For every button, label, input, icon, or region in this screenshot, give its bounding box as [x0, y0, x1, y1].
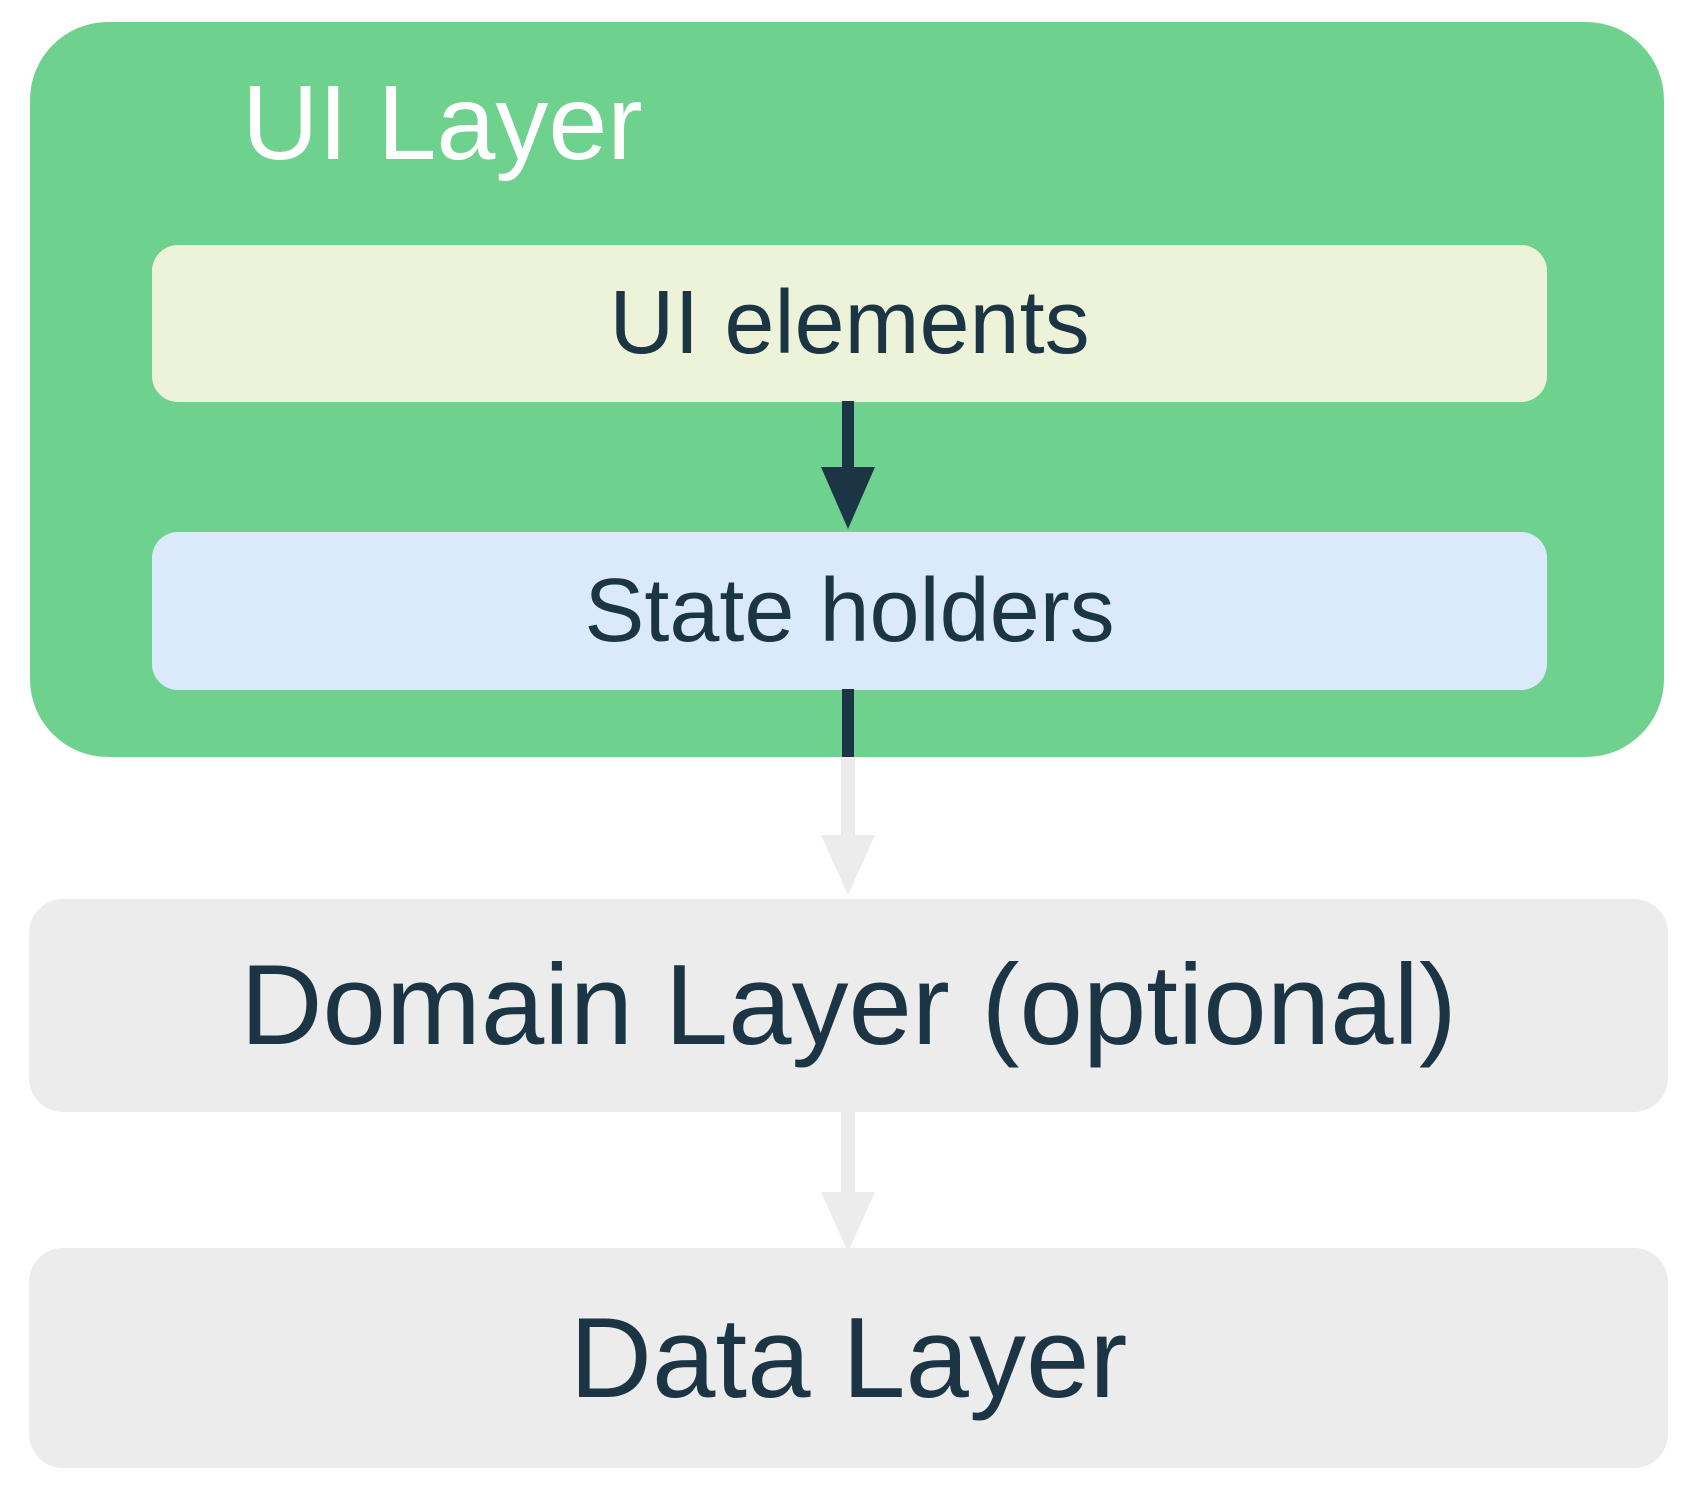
arrow-down-icon [842, 689, 854, 757]
domain-layer-label: Domain Layer (optional) [240, 942, 1457, 1069]
arrow-down-icon [842, 401, 854, 469]
arrow-down-icon [821, 467, 875, 529]
arrow-down-icon [821, 1192, 875, 1252]
ui-elements-box: UI elements [152, 245, 1547, 402]
arrow-down-icon [841, 757, 855, 837]
ui-layer-box: UI Layer UI elements State holders [30, 22, 1664, 757]
ui-layer-title: UI Layer [242, 64, 643, 182]
domain-layer-box: Domain Layer (optional) [29, 899, 1668, 1112]
state-holders-box: State holders [152, 532, 1547, 690]
data-layer-label: Data Layer [569, 1294, 1128, 1422]
arrow-down-icon [841, 1112, 855, 1194]
state-holders-label: State holders [584, 560, 1115, 661]
data-layer-box: Data Layer [29, 1248, 1668, 1468]
arrow-down-icon [821, 835, 875, 895]
ui-elements-label: UI elements [609, 273, 1090, 373]
